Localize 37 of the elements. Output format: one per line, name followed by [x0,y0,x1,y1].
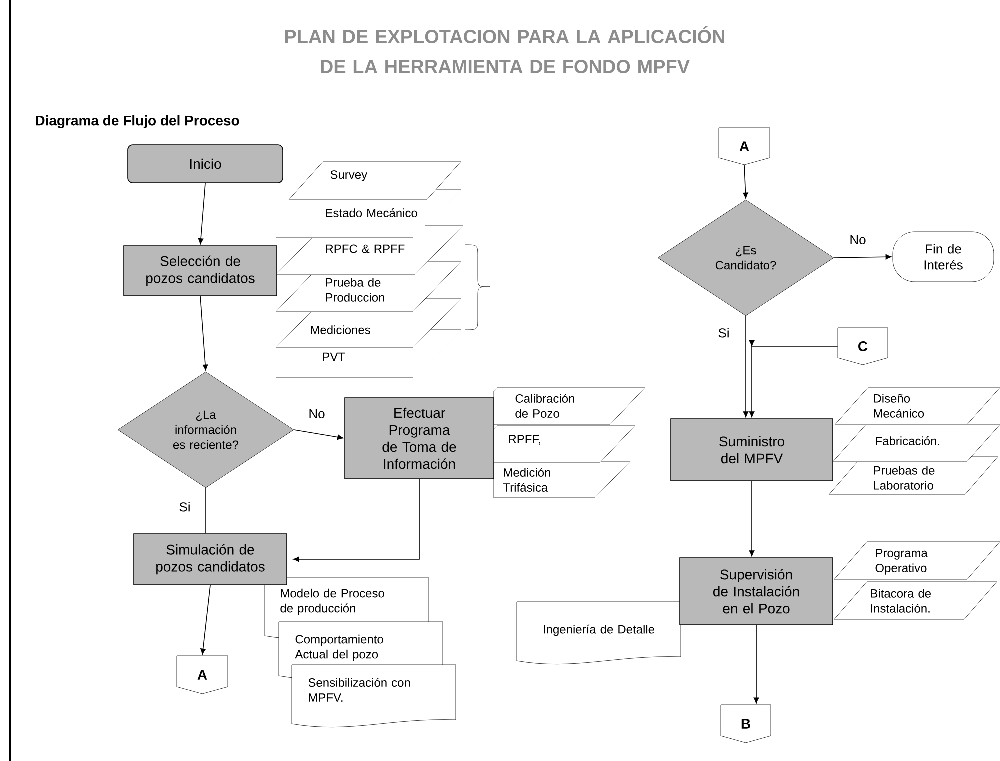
arrow [754,625,760,704]
arrow [200,585,211,655]
edge-label: Si [717,327,731,339]
process-box: Selección de pozos candidatos [124,246,278,296]
process-box: Suministro del MPFV [670,418,834,482]
offpage-connector: A [718,128,770,166]
start-box: Inicio [128,144,284,184]
section-heading: Diagrama de Flujo del Proceso [36,115,240,129]
title: PLAN DE EXPLOTACION PARA LA APLICACIÓN DE LA HERRAMIENTA DE FONDO MPFV [286,26,724,74]
terminator-box: Fin de Interés [892,232,994,282]
process-box: Efectuar Programa de Toma de Información [344,398,494,480]
arrow [743,316,749,418]
process-box: Supervisión de Instalación en el Pozo [680,558,834,626]
data-parallelogram: Bitacora de Instalación. [834,582,998,620]
data-parallelogram: Survey [288,162,462,200]
offpage-connector: A [176,656,228,694]
offpage-connector: B [720,704,772,744]
arrow [293,479,420,562]
data-parallelogram: Diseño Mecánico [834,388,1000,426]
data-parallelogram: Medición Trifásica [494,462,630,498]
arrow [743,164,748,199]
data-parallelogram: RPFF, [494,426,636,464]
edge-label: No [848,234,868,246]
arrow [200,296,208,371]
arrow [198,183,206,245]
node-label: Diseño Mecánico [874,394,924,418]
offpage-connector: C [838,328,888,366]
arrow [749,340,838,418]
process-box: Simulación de pozos candidatos [134,534,288,586]
edge-label: No [308,408,326,420]
data-parallelogram: Programa Operativo [834,542,1000,580]
edge-label: Si [178,501,192,513]
arrow [749,481,755,557]
arrow [834,254,892,260]
arrow [294,430,344,440]
data-parallelogram: Calibración de Pozo [494,388,646,426]
data-parallelogram: Fabricación. [832,424,1000,462]
